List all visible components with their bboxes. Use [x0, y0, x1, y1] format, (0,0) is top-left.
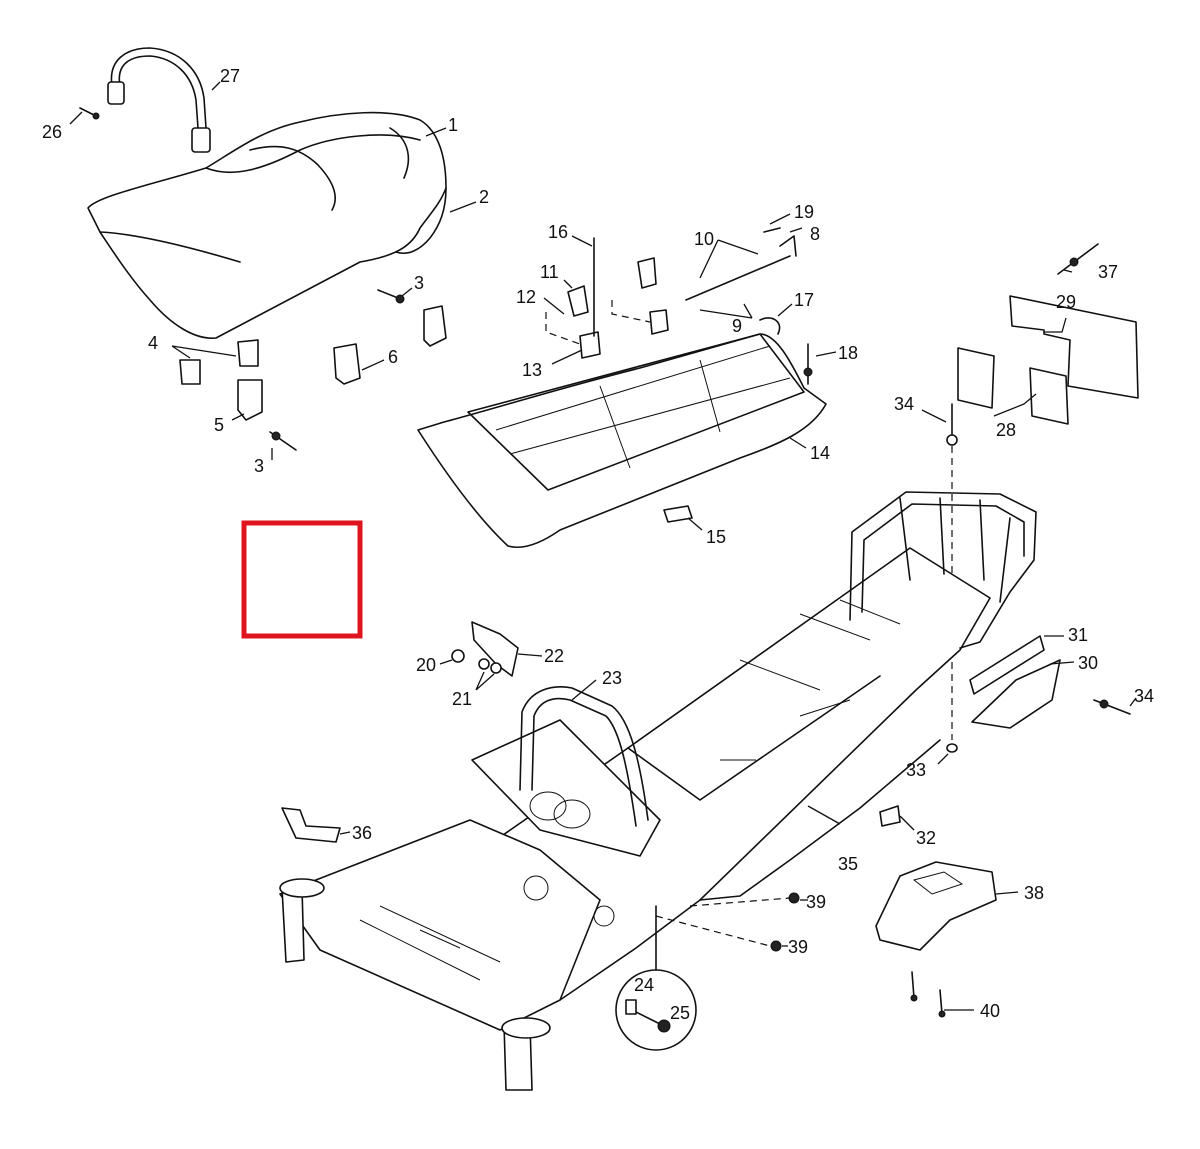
front-frame[interactable] — [279, 719, 661, 1091]
clip-15[interactable] — [663, 505, 693, 523]
rear-rack[interactable] — [849, 491, 1037, 649]
callout-16: 16 — [548, 222, 568, 242]
callout-20: 20 — [416, 655, 436, 675]
callout-15: 15 — [706, 527, 726, 547]
bracket-22[interactable] — [451, 621, 519, 677]
callout-29: 29 — [1056, 292, 1076, 312]
callout-10: 10 — [694, 229, 714, 249]
callout-33: 33 — [906, 760, 926, 780]
callout-17: 17 — [794, 290, 814, 310]
callout-32: 32 — [916, 828, 936, 848]
callout-26: 26 — [42, 122, 62, 142]
callout-30: 30 — [1078, 653, 1098, 673]
guard-36[interactable] — [281, 807, 341, 843]
callout-28: 28 — [996, 420, 1016, 440]
callout-3a: 3 — [414, 273, 424, 293]
callout-3b: 3 — [254, 456, 264, 476]
callout-5: 5 — [214, 415, 224, 435]
callout-2: 2 — [479, 187, 489, 207]
highlight-box[interactable] — [241, 520, 363, 639]
nuts-39[interactable] — [655, 892, 800, 952]
callout-4: 4 — [148, 333, 158, 353]
callout-1: 1 — [448, 115, 458, 135]
callout-9: 9 — [732, 316, 742, 336]
callout-23: 23 — [602, 668, 622, 688]
callout-35: 35 — [838, 854, 858, 874]
rivet-34-right[interactable] — [1093, 699, 1131, 715]
callout-19: 19 — [794, 202, 814, 222]
callout-24: 24 — [634, 975, 654, 995]
chassis-frame[interactable] — [469, 547, 991, 1001]
cover-38[interactable] — [875, 861, 997, 951]
callout-6: 6 — [388, 347, 398, 367]
callout-36: 36 — [352, 823, 372, 843]
callout-39b: 39 — [788, 937, 808, 957]
callout-14: 14 — [810, 443, 830, 463]
leader-lines — [69, 81, 1137, 1011]
screw-26[interactable] — [79, 107, 100, 120]
strip-31[interactable] — [969, 635, 1045, 695]
seat-base[interactable] — [417, 333, 827, 548]
callout-37: 37 — [1098, 262, 1118, 282]
callout-34-top: 34 — [894, 394, 914, 414]
callout-18: 18 — [838, 343, 858, 363]
callout-22: 22 — [544, 646, 564, 666]
callout-25: 25 — [670, 1003, 690, 1023]
callout-8: 8 — [810, 224, 820, 244]
callout-34-right: 34 — [1134, 686, 1154, 706]
washer-33[interactable] — [946, 743, 958, 753]
rear-flaps[interactable] — [957, 295, 1139, 425]
callout-27: 27 — [220, 66, 240, 86]
callout-40: 40 — [980, 1001, 1000, 1021]
callout-31: 31 — [1068, 625, 1088, 645]
callout-21: 21 — [452, 689, 472, 709]
callout-39a: 39 — [806, 892, 826, 912]
side-panel-30[interactable] — [971, 659, 1061, 729]
callout-12: 12 — [516, 287, 536, 307]
seat-brackets[interactable] — [179, 289, 447, 451]
callout-labels: 1 2 3 3 4 5 6 8 9 10 11 12 13 14 15 16 1… — [42, 66, 1154, 1023]
callout-13: 13 — [522, 360, 542, 380]
screws-40[interactable] — [910, 971, 946, 1018]
bumper-32[interactable] — [879, 805, 901, 827]
callout-11: 11 — [540, 262, 559, 282]
seat[interactable] — [87, 111, 447, 339]
seat-latch-parts[interactable] — [545, 227, 813, 385]
detail-circle-24-25[interactable] — [615, 905, 697, 1051]
callout-38: 38 — [1024, 883, 1044, 903]
rivet-37[interactable] — [1057, 243, 1099, 275]
grab-strap[interactable] — [107, 47, 211, 153]
steering-hoop[interactable] — [519, 686, 649, 827]
